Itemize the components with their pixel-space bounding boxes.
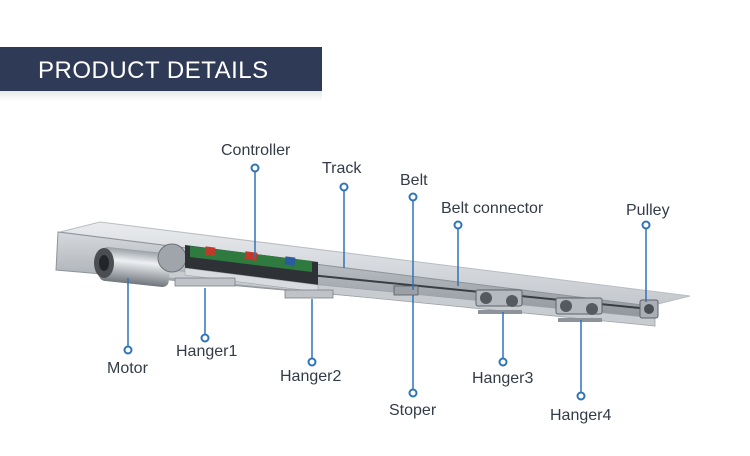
callout-dots — [123, 163, 651, 401]
section-title: PRODUCT DETAILS — [38, 57, 269, 84]
label-controller: Controller — [221, 142, 291, 159]
label-track: Track — [322, 160, 362, 177]
hanger2-bracket — [284, 289, 334, 299]
hanger3-carriage — [475, 289, 523, 314]
hanger4-carriage — [555, 297, 603, 322]
label-pulley: Pulley — [626, 202, 670, 219]
banner-shadow — [0, 91, 322, 101]
callout-lines — [127, 168, 647, 396]
section-banner: PRODUCT DETAILS — [0, 47, 322, 91]
pulley — [639, 299, 659, 319]
label-motor: Motor — [107, 360, 148, 377]
label-belt: Belt — [400, 172, 428, 189]
stoper-block — [393, 285, 419, 296]
hanger1-bracket — [174, 277, 236, 287]
motor — [94, 243, 187, 287]
label-hanger2: Hanger2 — [280, 368, 342, 385]
label-belt-connector: Belt connector — [441, 200, 544, 217]
label-hanger1: Hanger1 — [176, 343, 238, 360]
label-hanger4: Hanger4 — [550, 407, 612, 424]
label-hanger3: Hanger3 — [472, 370, 534, 387]
label-stoper: Stoper — [389, 402, 437, 419]
controller-board — [184, 245, 319, 293]
